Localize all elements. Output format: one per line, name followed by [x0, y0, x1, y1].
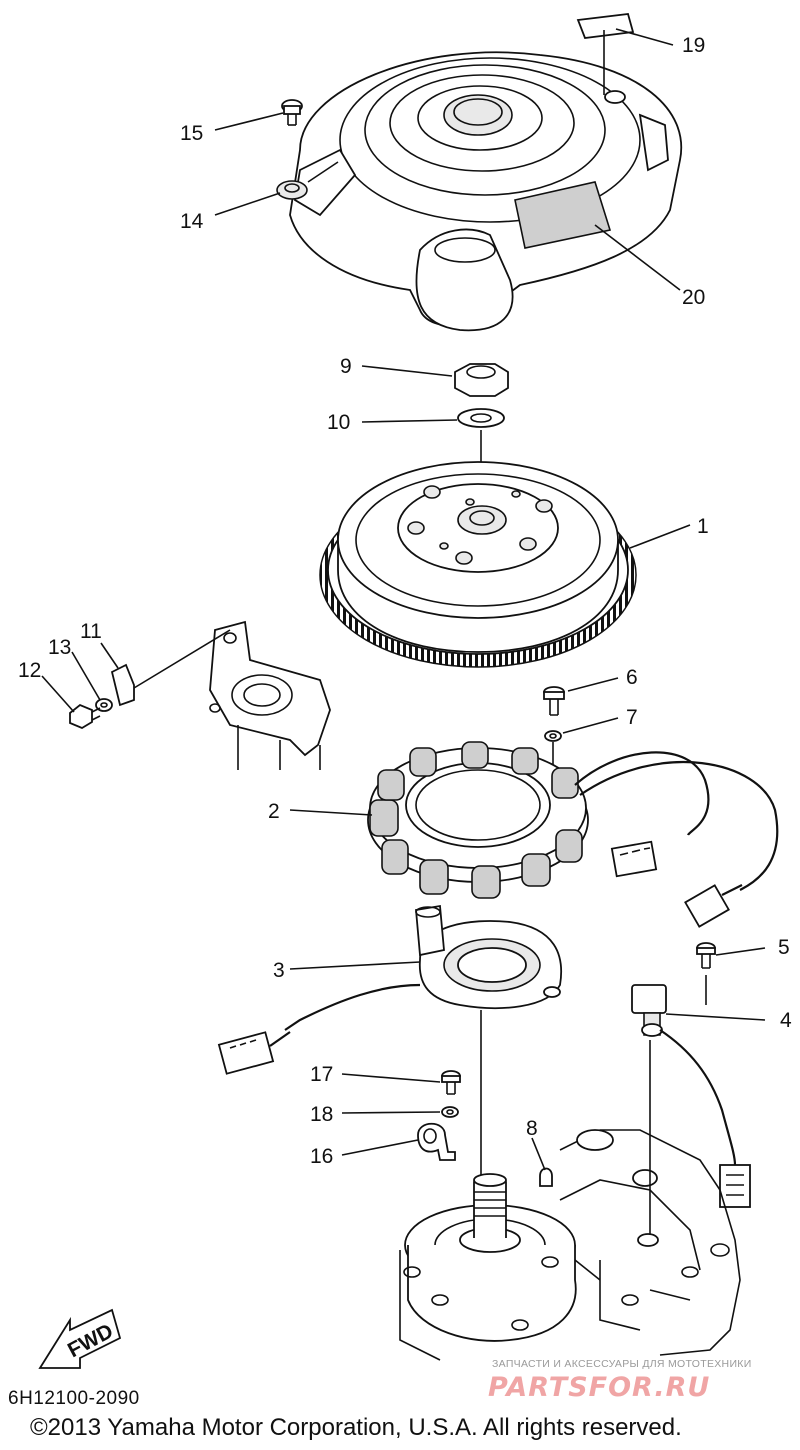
clip-11-icon [110, 629, 231, 707]
fwd-arrow-icon: FWD [38, 1308, 122, 1369]
bolt-12-icon [69, 703, 101, 730]
copyright-notice: ©2013 Yamaha Motor Corporation, U.S.A. A… [30, 1414, 682, 1441]
nut-9-icon [454, 363, 509, 397]
callout-8: 8 [526, 1117, 538, 1140]
diagram-code: 6H12100-2090 [8, 1388, 140, 1409]
callout-5: 5 [778, 936, 790, 959]
bolt-6-icon [543, 686, 565, 716]
callout-15: 15 [180, 122, 203, 145]
callout-4: 4 [780, 1009, 792, 1032]
stator-connector-b-icon [684, 884, 743, 928]
callout-13: 13 [48, 636, 71, 659]
stator-connector-a-icon [610, 840, 658, 878]
callout-11: 11 [80, 620, 102, 643]
callout-7: 7 [626, 706, 638, 729]
crankcase-housing [399, 1129, 741, 1361]
washer-10-icon [457, 408, 505, 428]
leader-lines [41, 28, 766, 1171]
bolt-17-icon [441, 1070, 461, 1095]
lighting-coil-4 [631, 984, 737, 1166]
stator-coil [367, 741, 779, 899]
callout-20: 20 [682, 286, 705, 309]
callout-14: 14 [180, 210, 204, 233]
bolt-5-icon [696, 942, 716, 969]
pulser-coil-base [284, 904, 563, 1031]
callout-1: 1 [697, 515, 709, 538]
screw-15-icon [281, 99, 303, 126]
woodruff-key-8-icon [539, 1167, 553, 1187]
coil-connector-icon [719, 1164, 751, 1208]
clamp-16-icon [417, 1122, 456, 1161]
flywheel-cover [289, 13, 683, 332]
callout-19: 19 [682, 34, 705, 57]
callout-6: 6 [626, 666, 638, 689]
callout-3: 3 [273, 959, 285, 982]
callout-18: 18 [310, 1103, 333, 1126]
grommet-14-icon [276, 180, 308, 200]
washer-7-icon [544, 730, 562, 742]
callout-labels: 1 2 3 4 5 6 7 8 9 10 11 12 13 14 15 16 1… [18, 34, 792, 1168]
callout-16: 16 [310, 1145, 333, 1168]
callout-9: 9 [340, 355, 352, 378]
base-connector-icon [217, 1031, 291, 1075]
callout-10: 10 [327, 411, 350, 434]
flywheel-rotor [319, 461, 637, 668]
callout-2: 2 [268, 800, 280, 823]
callout-17: 17 [310, 1063, 333, 1086]
crankshaft-end [473, 1173, 507, 1238]
mount-bracket [209, 620, 331, 770]
washer-18-icon [441, 1106, 459, 1118]
callout-12: 12 [18, 659, 41, 682]
watermark-tagline: ЗАПЧАСТИ И АКСЕССУАРЫ ДЛЯ МОТОТЕХНИКИ [492, 1358, 752, 1370]
watermark-logo: PARTSFOR.RU [488, 1372, 711, 1403]
